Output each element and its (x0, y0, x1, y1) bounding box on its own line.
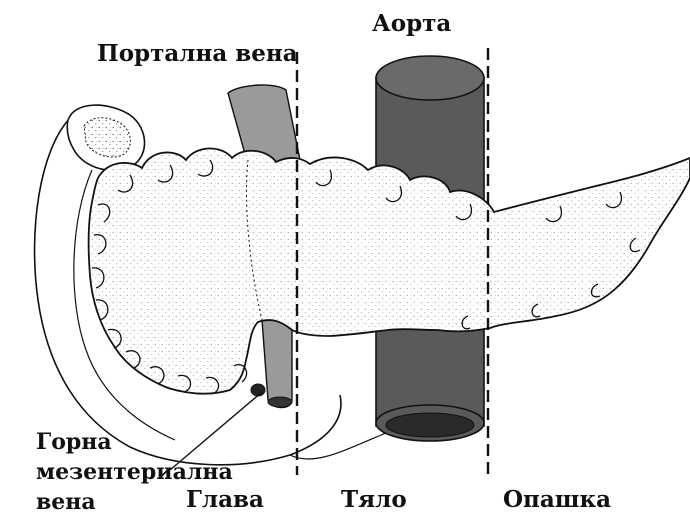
aorta-lumen (386, 413, 474, 437)
tail-label: Опашка (503, 488, 611, 511)
head-label: Глава (186, 488, 264, 511)
body-label: Тяло (341, 488, 407, 511)
smv-label-line2: мезентериална (36, 461, 233, 483)
smv-label-line3: вена (36, 491, 96, 513)
aorta-label: Аорта (372, 12, 451, 35)
superior-mesenteric-vein (262, 318, 292, 408)
smv-label-line1: Горна (36, 431, 112, 453)
portal-vein-label: Портална вена (97, 42, 298, 65)
